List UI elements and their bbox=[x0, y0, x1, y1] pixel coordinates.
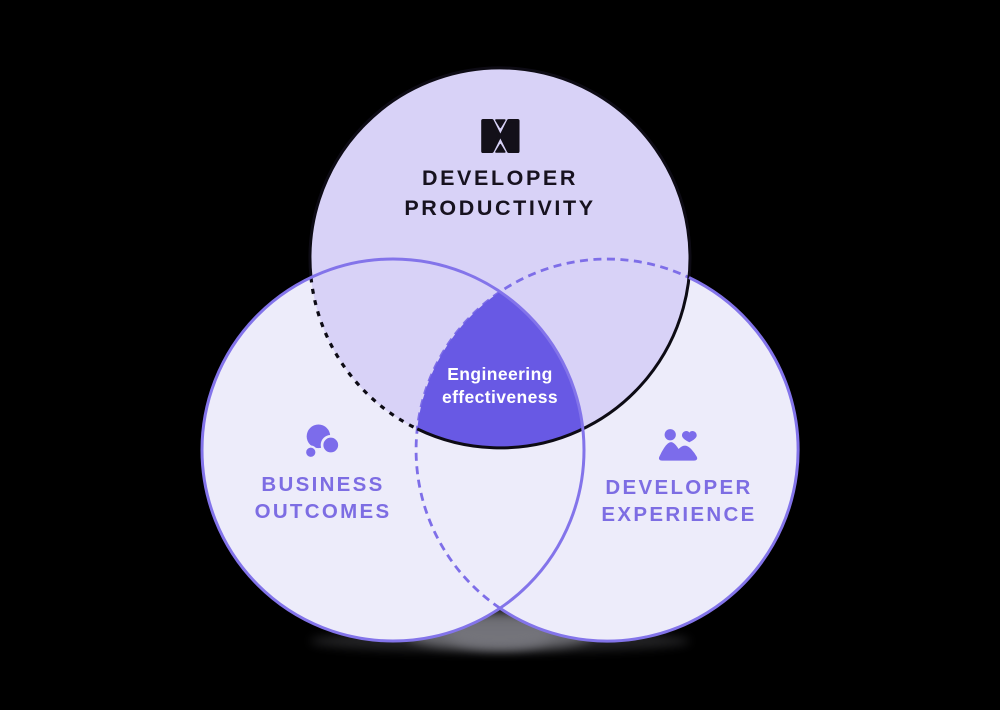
developer-productivity-circle-outline bbox=[308, 66, 692, 450]
bl-label-line1: BUSINESS bbox=[261, 473, 385, 496]
brand-logo-icon bbox=[480, 118, 520, 154]
br-label-line1: DEVELOPER bbox=[605, 476, 753, 499]
business-outcomes-label: BUSINESS OUTCOMES bbox=[255, 423, 392, 525]
growth-bubbles-icon bbox=[304, 424, 341, 459]
developer-experience-circle-outline bbox=[499, 276, 800, 643]
business-outcomes-circle-outline bbox=[200, 257, 586, 643]
person-heart-icon bbox=[659, 429, 698, 461]
engineering-effectiveness-label: Engineering effectiveness bbox=[442, 363, 558, 409]
developer-productivity-circle-hidden-edge bbox=[309, 277, 418, 431]
developer-experience-label: DEVELOPER EXPERIENCE bbox=[601, 426, 756, 528]
br-label-line2: EXPERIENCE bbox=[601, 503, 757, 526]
top-label-line1: DEVELOPER bbox=[421, 166, 579, 190]
top-label-line2: PRODUCTIVITY bbox=[404, 196, 596, 220]
center-label-line1: Engineering bbox=[447, 364, 553, 384]
center-label-line2: effectiveness bbox=[441, 387, 559, 407]
developer-productivity-circle bbox=[310, 68, 690, 448]
developer-productivity-label: DEVELOPER PRODUCTIVITY bbox=[404, 118, 595, 223]
bl-label-line2: OUTCOMES bbox=[254, 500, 392, 523]
